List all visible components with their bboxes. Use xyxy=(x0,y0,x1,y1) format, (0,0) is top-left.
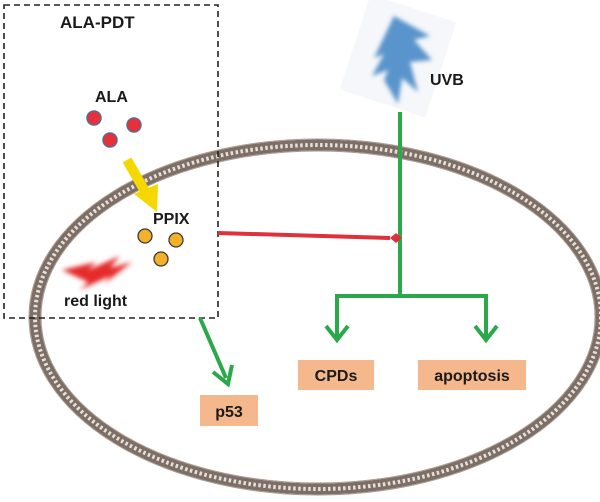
ppix-molecule xyxy=(137,228,153,244)
uvb-label: UVB xyxy=(430,72,464,89)
uvb-bolt-icon xyxy=(339,0,457,118)
outcome-box-cpds: CPDs xyxy=(298,360,374,390)
ala-molecule xyxy=(86,110,102,126)
cell-membrane xyxy=(28,138,600,496)
ala-pdt-title: ALA-PDT xyxy=(60,13,135,32)
arrow-to-p53 xyxy=(198,317,228,379)
ala-pdt-box xyxy=(3,4,219,319)
conversion-arrow xyxy=(122,157,158,212)
ala-molecule xyxy=(126,117,142,133)
red-light-label: red light xyxy=(64,293,128,310)
cpds-label: CPDs xyxy=(315,368,358,385)
outcome-box-apoptosis: apoptosis xyxy=(418,360,526,390)
outcome-box-p53: p53 xyxy=(200,395,258,426)
red-light-bolt-icon xyxy=(62,256,132,290)
inhibition-line xyxy=(217,231,402,243)
ppix-molecule xyxy=(153,251,169,267)
ppix-label: PPIX xyxy=(153,211,190,228)
p53-label: p53 xyxy=(215,404,243,421)
ala-label: ALA xyxy=(95,89,128,106)
apoptosis-label: apoptosis xyxy=(434,368,510,385)
ala-molecule xyxy=(102,132,118,148)
ppix-molecule xyxy=(168,232,184,248)
